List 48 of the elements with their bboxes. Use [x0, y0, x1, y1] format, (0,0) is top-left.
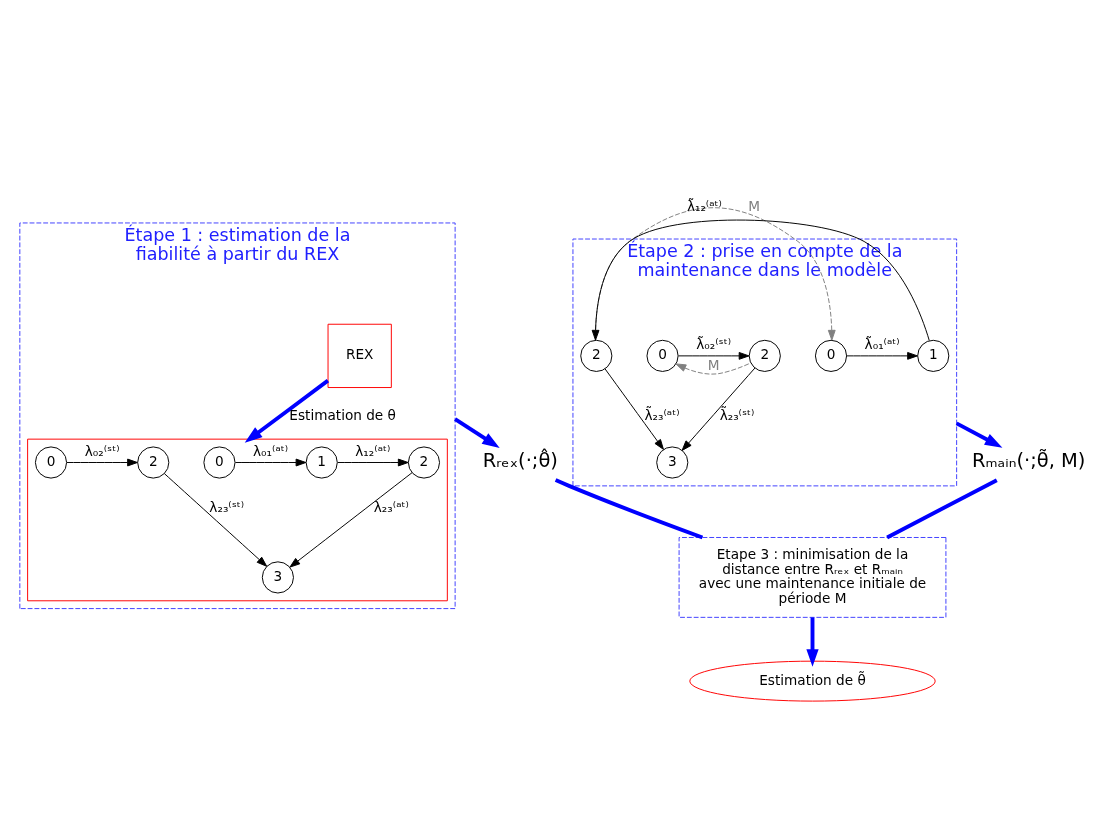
arrow	[846, 351, 918, 360]
node-circle: 2	[137, 445, 170, 479]
node-text: Rₘₐᵢₙ(·;θ̃, M)	[971, 448, 1086, 472]
node-box: Etape 3 : minimisation de la distance entre Rᵣₑₓ et Rₘₐᵢₙ avec une maintenance initiale de période M	[678, 536, 947, 618]
edge-label: λ₀₂⁽ˢᵗ⁾	[84, 442, 120, 459]
edge-label: M	[748, 197, 760, 214]
edge-label: M	[707, 356, 720, 373]
arrow	[678, 351, 750, 360]
node-circle: 2	[748, 339, 781, 372]
arrow	[591, 219, 930, 341]
node-circle: 2	[580, 339, 613, 372]
edge-label: Estimation de θ	[289, 406, 396, 423]
arrow	[234, 458, 307, 466]
node-circle: 3	[656, 445, 689, 479]
edge-label: λ₀₁⁽ᵃᵗ⁾	[253, 442, 289, 459]
node-circle: 3	[261, 560, 294, 593]
connector	[886, 477, 998, 539]
arrow	[244, 378, 330, 443]
node-circle: 1	[305, 445, 338, 479]
cluster	[27, 438, 448, 601]
arrow	[681, 367, 756, 451]
edge-label: λ̃₂₃⁽ˢᵗ⁾	[719, 406, 755, 423]
node-circle: 0	[34, 445, 68, 479]
arrow	[66, 458, 138, 466]
arrow	[806, 616, 819, 667]
arrow	[289, 471, 413, 568]
arrow	[604, 367, 664, 450]
arrow	[163, 472, 268, 567]
edge-label: λ̃₀₂⁽ˢᵗ⁾	[696, 335, 732, 352]
edge-label: λ₂₃⁽ᵃᵗ⁾	[373, 498, 409, 515]
arrow	[675, 362, 752, 375]
node-circle: 2	[407, 445, 441, 479]
edge-label: λ̃₀₁⁽ᵃᵗ⁾	[864, 335, 900, 352]
edge-label: λ̃₂₃⁽ᵃᵗ⁾	[644, 406, 680, 423]
node-ellipse: Estimation de θ̃	[689, 660, 936, 702]
connector	[554, 477, 704, 539]
node-circle: 0	[646, 339, 679, 372]
edge-label: λ₂₃⁽ˢᵗ⁾	[209, 498, 245, 515]
node-circle: 0	[203, 445, 236, 479]
edge-label: λ₁₂⁽ᵃᵗ⁾	[355, 442, 391, 459]
arrow	[337, 458, 409, 466]
node-circle: 0	[814, 339, 848, 372]
arrow	[454, 416, 500, 448]
edge-label: λ̃₁₂⁽ᵃᵗ⁾	[686, 197, 722, 214]
node-box: REX	[327, 323, 392, 388]
arrow	[955, 421, 1003, 448]
node-circle: 1	[917, 339, 950, 372]
node-text: Rᵣₑₓ(·;θ̂)	[482, 448, 558, 472]
